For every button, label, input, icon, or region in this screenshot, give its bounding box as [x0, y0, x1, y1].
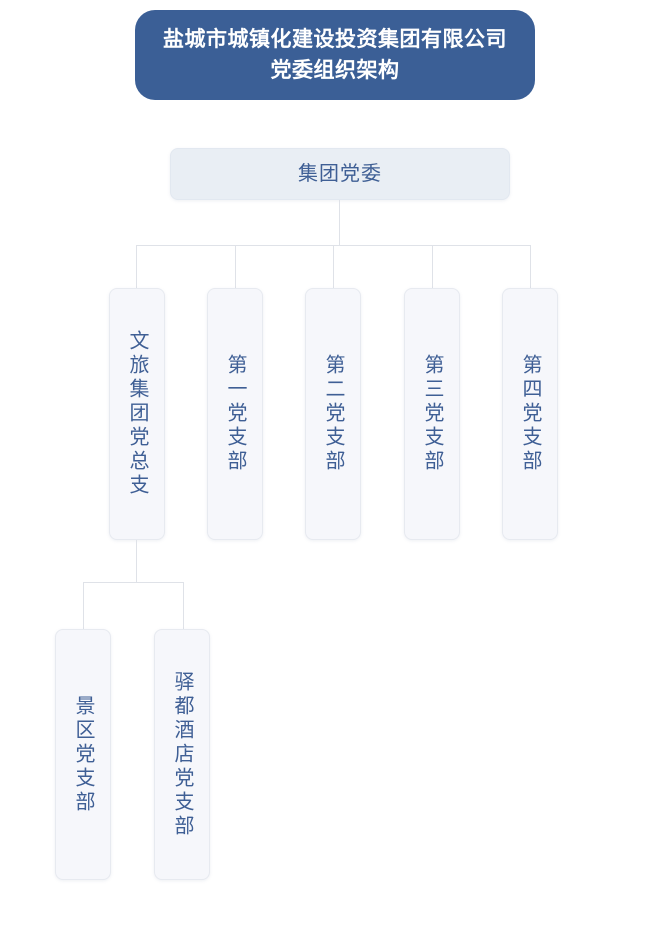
connector-drop-b0 [136, 245, 137, 288]
node-second-party-branch[interactable]: 第二党支部 [305, 288, 361, 540]
node-label: 第一党支部 [224, 354, 246, 474]
connector-drop-b2 [333, 245, 334, 288]
node-label: 文旅集团党总支 [126, 330, 148, 498]
connector-b0-stem [136, 540, 137, 582]
node-first-party-branch[interactable]: 第一党支部 [207, 288, 263, 540]
connector-root-stem [339, 200, 340, 245]
connector-drop-b1 [235, 245, 236, 288]
node-label: 第四党支部 [519, 354, 541, 474]
chart-title-line-2: 党委组织架构 [270, 59, 400, 82]
node-label: 景区党支部 [72, 694, 94, 815]
node-third-party-branch[interactable]: 第三党支部 [404, 288, 460, 540]
connector-drop-c0 [83, 582, 84, 629]
node-group-party-committee[interactable]: 集团党委 [170, 148, 510, 200]
connector-drop-c1 [183, 582, 184, 629]
chart-title-line-1: 盐城市城镇化建设投资集团有限公司 [163, 28, 507, 51]
node-fourth-party-branch[interactable]: 第四党支部 [502, 288, 558, 540]
chart-title-banner: 盐城市城镇化建设投资集团有限公司 党委组织架构 [135, 10, 535, 100]
connector-drop-b3 [432, 245, 433, 288]
node-label: 第三党支部 [421, 354, 443, 474]
node-culture-tourism-group-party-branch[interactable]: 文旅集团党总支 [109, 288, 165, 540]
connector-drop-b4 [530, 245, 531, 288]
node-scenic-area-party-branch[interactable]: 景区党支部 [55, 629, 111, 880]
node-label: 集团党委 [298, 163, 382, 185]
connector-level3-bus [83, 582, 183, 583]
node-label: 第二党支部 [322, 354, 344, 474]
node-yidu-hotel-party-branch[interactable]: 驿都酒店党支部 [154, 629, 210, 880]
node-label: 驿都酒店党支部 [171, 670, 193, 839]
